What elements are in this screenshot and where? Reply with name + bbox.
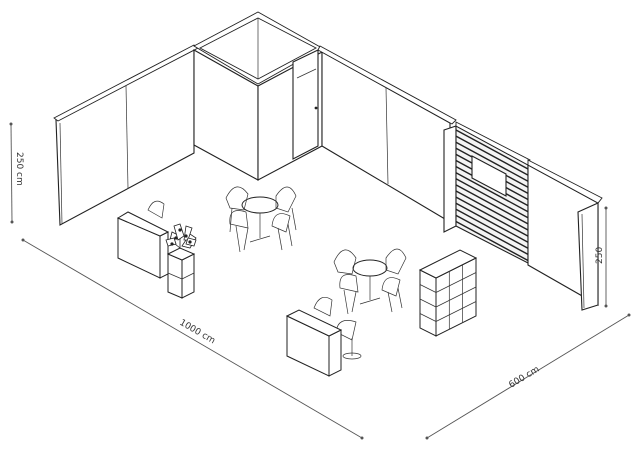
shelf-divider — [419, 298, 437, 308]
wall-slat — [455, 184, 529, 225]
shelf-divider — [419, 313, 437, 322]
slatted-wall — [455, 121, 531, 264]
right-back-wall — [317, 45, 457, 233]
dimension-height-right: 250 — [595, 206, 608, 308]
dimension-width: 600 cm — [425, 313, 631, 440]
reception-counter-front — [285, 297, 362, 377]
wall-slat — [455, 208, 529, 249]
wall-slat — [455, 202, 529, 243]
left-back-wall — [53, 44, 199, 226]
wall-slat — [455, 214, 529, 256]
shelf-divider — [435, 301, 477, 322]
wall-slat — [455, 220, 529, 262]
wall-slat — [455, 129, 529, 170]
storage-room — [193, 11, 323, 181]
table-set-back — [225, 186, 297, 253]
wall-slat — [455, 135, 529, 176]
far-right-wall — [527, 159, 603, 311]
wall-slat — [455, 196, 529, 237]
wall-slat — [455, 178, 529, 219]
wall-slat — [455, 190, 529, 231]
shelf-divider — [435, 272, 477, 293]
dimension-height-left: 250 cm — [9, 122, 24, 224]
label-width: 600 cm — [507, 365, 541, 391]
wall-slat — [455, 141, 529, 182]
shelf-divider — [435, 286, 477, 308]
cube-shelf — [418, 249, 478, 337]
wall-slat — [455, 172, 529, 213]
table-set-front — [333, 248, 407, 315]
reception-counter-back — [116, 200, 197, 299]
shelf-divider — [419, 284, 437, 293]
label-height-left: 250 cm — [14, 152, 24, 186]
label-height-right: 250 — [595, 247, 605, 264]
